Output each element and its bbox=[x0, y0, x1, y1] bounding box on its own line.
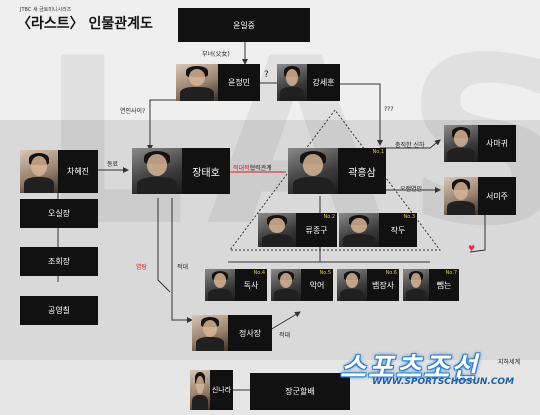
portrait-photo bbox=[192, 315, 228, 351]
heart-icon: ♥ bbox=[468, 244, 476, 253]
page-title: 〈라스트〉 인물관계도 bbox=[17, 16, 153, 32]
node-name: 곽흥삼 bbox=[348, 167, 376, 179]
label-question: ? bbox=[264, 70, 269, 80]
label-triple-question: ??? bbox=[384, 106, 394, 113]
node-samawi: 사마귀 bbox=[444, 125, 516, 162]
node-jeong-sajang: 정사장 bbox=[192, 315, 272, 351]
rank-badge: No.2 bbox=[323, 214, 335, 220]
node-ryu-jonggu: 류종구 No.2 bbox=[258, 213, 337, 247]
node-name: 신나라 bbox=[211, 385, 232, 394]
node-name: 장군할배 bbox=[285, 387, 315, 396]
portrait-photo bbox=[339, 213, 379, 247]
node-name: 오실장 bbox=[47, 209, 71, 218]
portrait-photo bbox=[403, 269, 429, 301]
portrait-photo bbox=[444, 125, 478, 162]
label-hostile-2: 적대 bbox=[279, 332, 291, 339]
label-colleague: 동료 bbox=[107, 161, 119, 168]
node-name: 뱀장사 bbox=[371, 280, 395, 290]
node-akeo: 악어 No.5 bbox=[271, 269, 333, 301]
portrait-photo bbox=[277, 64, 307, 101]
rank-badge: No.4 bbox=[253, 270, 265, 276]
node-oh-sijang: 오실장 bbox=[20, 199, 98, 228]
label-hostile-1: 적대 bbox=[177, 264, 189, 271]
node-name: 강세훈 bbox=[312, 78, 335, 87]
rank-badge: No.1 bbox=[372, 149, 384, 155]
node-name: 독사 bbox=[243, 280, 259, 290]
node-baemjangsa: 뱀장사 No.6 bbox=[337, 269, 399, 301]
node-name: 장태호 bbox=[192, 167, 220, 179]
rank-badge: No.5 bbox=[319, 270, 331, 276]
node-jang-taeho: 장태호 bbox=[132, 148, 230, 194]
node-jakdu: 작두 No.3 bbox=[339, 213, 417, 247]
node-yoon-iljung: 윤일중 bbox=[178, 8, 310, 42]
node-ppaengi: 뺌는 No.7 bbox=[403, 269, 459, 301]
portrait-photo bbox=[271, 269, 301, 301]
node-jo-hoejang: 조회장 bbox=[20, 247, 98, 276]
portrait-photo bbox=[288, 148, 338, 194]
node-doksa: 독사 No.4 bbox=[205, 269, 267, 301]
label-loyal-vassal: 충직한 신하 bbox=[395, 142, 425, 149]
node-name: 류종구 bbox=[305, 225, 328, 235]
node-name: 차혜진 bbox=[66, 167, 90, 176]
label-father-daughter: 부녀(父女) bbox=[202, 51, 230, 58]
portrait-photo bbox=[258, 213, 296, 247]
node-name: 악어 bbox=[309, 280, 325, 290]
portrait-photo bbox=[190, 370, 210, 410]
node-name: 조회장 bbox=[47, 257, 71, 266]
node-name: 서미주 bbox=[485, 191, 509, 201]
brand-url: WWW.SPORTSCHOSUN.COM bbox=[372, 377, 515, 387]
brand-logo: 스포츠조선 bbox=[340, 351, 479, 384]
node-name: 정사장 bbox=[238, 328, 262, 338]
label-hostile-cooperation: 적대적협력관계 bbox=[233, 165, 272, 172]
node-name: 윤정민 bbox=[227, 78, 251, 87]
label-old-lover: 오랜연인 bbox=[400, 186, 423, 193]
node-name: 공영칠 bbox=[47, 306, 71, 315]
portrait-photo bbox=[205, 269, 235, 301]
node-cha-hyejin: 차혜진 bbox=[20, 150, 98, 193]
node-gong-yeongchil: 공영칠 bbox=[20, 296, 98, 325]
node-yoon-jeongmin: 윤정민 bbox=[176, 64, 260, 101]
node-name: 뺌는 bbox=[436, 280, 452, 290]
label-lovers: 연인사이? bbox=[120, 108, 146, 115]
portrait-photo bbox=[132, 148, 182, 194]
portrait-photo bbox=[444, 177, 478, 215]
portrait-photo bbox=[20, 150, 58, 193]
node-name: 윤일중 bbox=[232, 20, 256, 30]
node-kang-sehun: 강세훈 bbox=[277, 64, 340, 101]
portrait-photo bbox=[337, 269, 367, 301]
node-kwak-heungsam: 곽흥삼 No.1 bbox=[288, 148, 386, 194]
node-name: 작두 bbox=[390, 225, 406, 235]
channel-caption: JTBC 새 금토미니시리즈 bbox=[20, 7, 72, 13]
rank-badge: No.7 bbox=[445, 270, 457, 276]
node-shin-nara: 신나라 bbox=[190, 370, 233, 410]
node-name: 사마귀 bbox=[485, 139, 509, 148]
node-jang-gunhak: 장군할배 bbox=[250, 373, 350, 410]
node-seo-miju: 서미주 bbox=[444, 177, 516, 215]
label-spy: 염탐 bbox=[136, 264, 148, 271]
rank-badge: No.6 bbox=[385, 270, 397, 276]
rank-badge: No.3 bbox=[403, 214, 415, 220]
portrait-photo bbox=[176, 64, 218, 101]
label-underworld: 지하세계 bbox=[498, 359, 521, 366]
